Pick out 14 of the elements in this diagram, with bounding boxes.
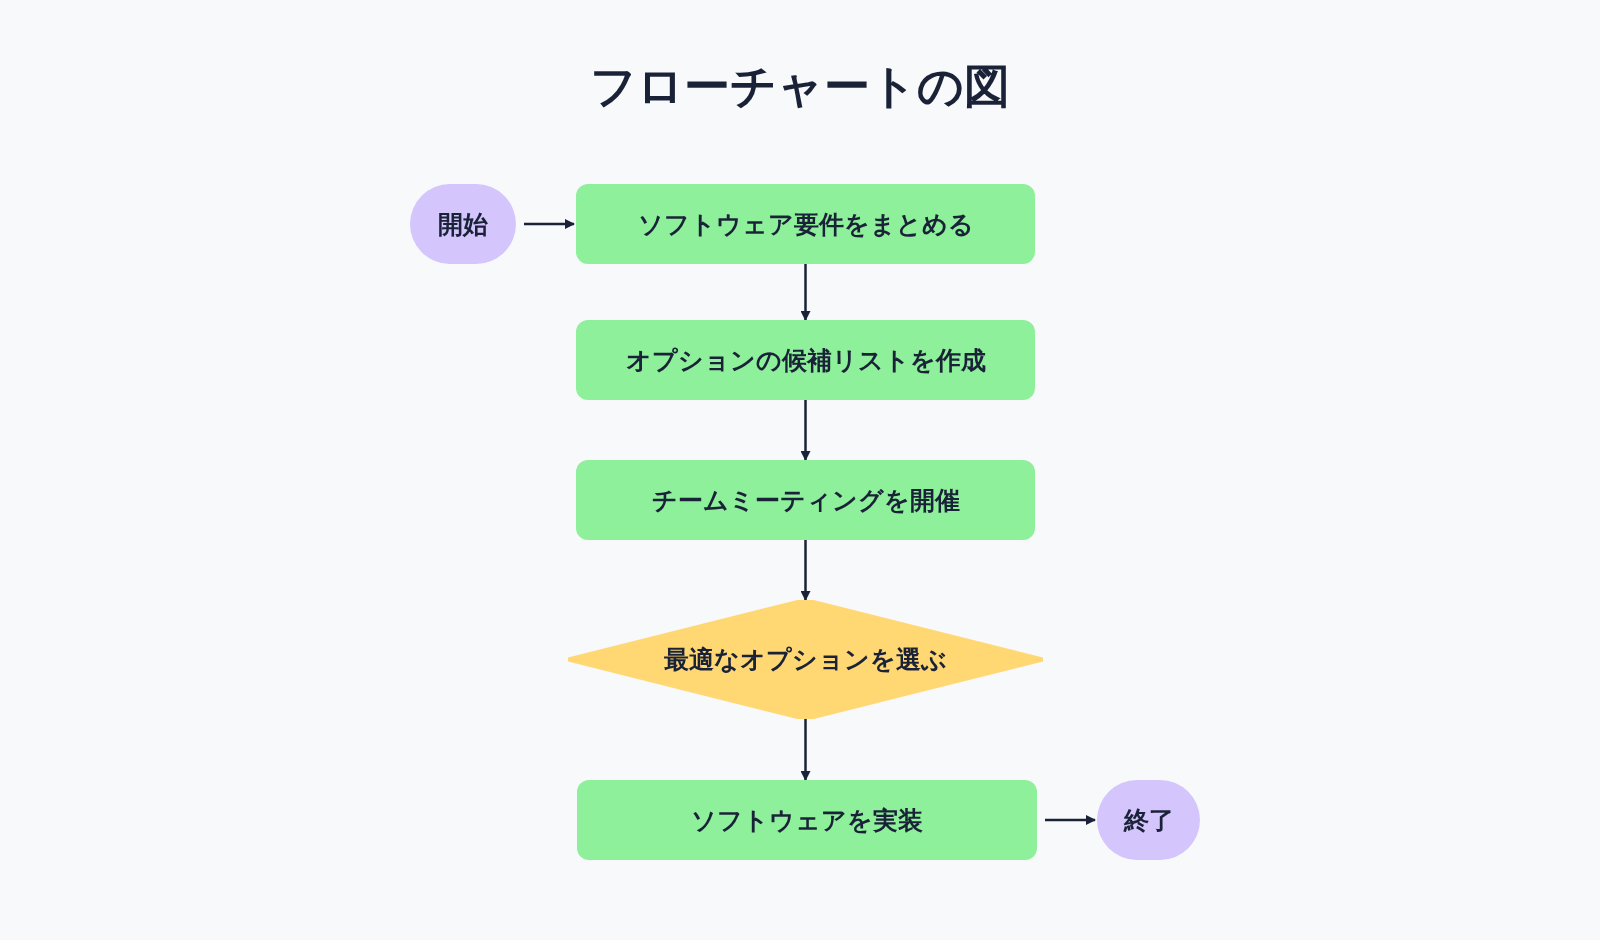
terminal-pill: 終了 [1097, 780, 1200, 860]
arrow [800, 719, 811, 781]
process-box: ソフトウェア要件をまとめる [576, 184, 1035, 264]
arrow [1045, 815, 1096, 825]
title: フローチャートの図 [589, 58, 1011, 115]
arrow [800, 400, 811, 461]
decision-diamond: 最適なオプションを選ぶ [568, 600, 1043, 719]
process-box: オプションの候補リストを作成 [576, 320, 1035, 400]
arrow [524, 219, 575, 229]
arrow [800, 540, 811, 601]
process-box: ソフトウェアを実装 [577, 780, 1037, 860]
process-box: チームミーティングを開催 [576, 460, 1035, 540]
terminal-pill: 開始 [410, 184, 516, 264]
arrow [800, 264, 811, 321]
